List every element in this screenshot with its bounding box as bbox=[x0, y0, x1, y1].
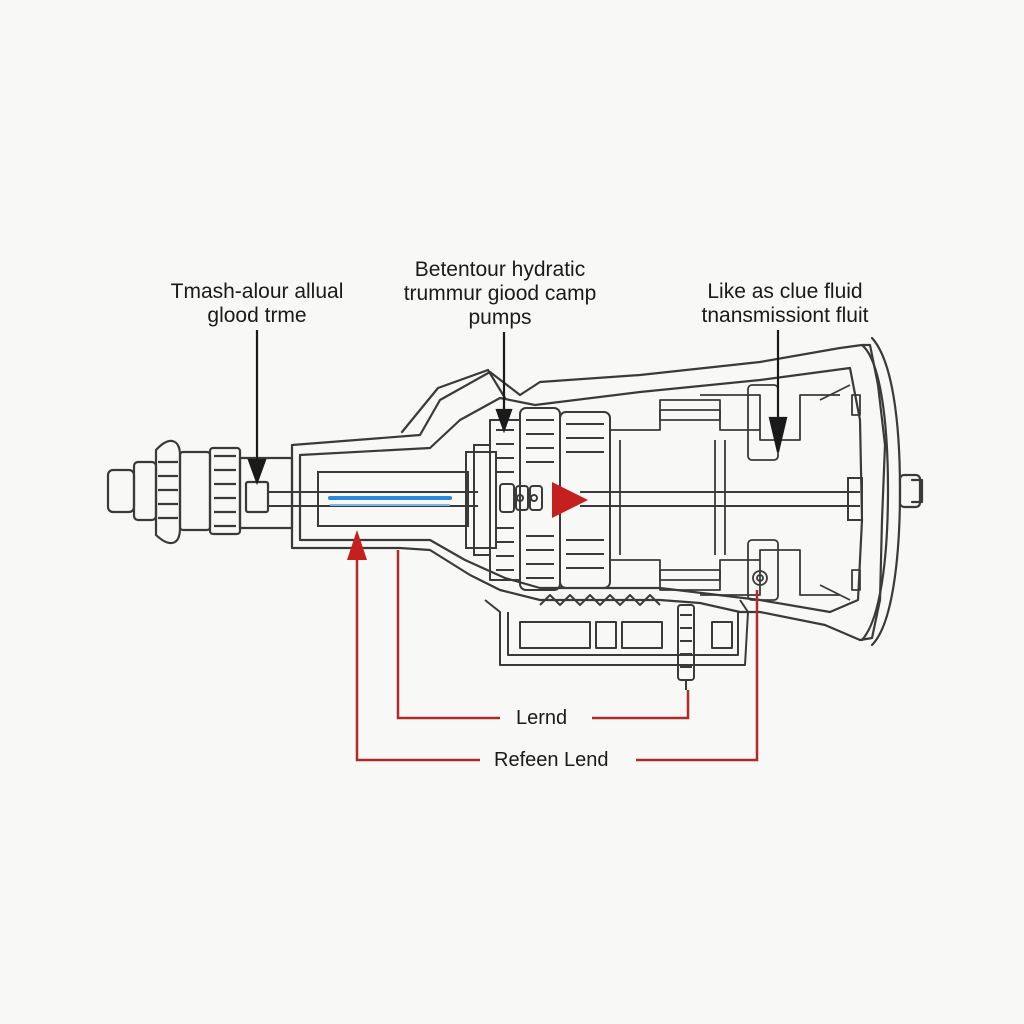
right-callout-arrow bbox=[768, 416, 788, 453]
blue-shaft-highlight bbox=[328, 496, 452, 506]
pump-gear-assembly bbox=[489, 407, 611, 591]
legend-item-refeen-lend: Refeen Lend bbox=[490, 749, 613, 771]
legend-item-lernd: Lernd bbox=[512, 707, 572, 729]
center-callout-line3: pumps bbox=[468, 306, 532, 329]
rear-internals bbox=[610, 384, 861, 601]
oil-pan-valve-body bbox=[484, 594, 749, 690]
left-callout-line1: Tmash-alour allual bbox=[170, 280, 344, 303]
right-callout-line2: tnansmissiont fluit bbox=[701, 304, 869, 327]
red-flow-arrow bbox=[552, 482, 588, 518]
right-callout-label: Like as clue fluid tnansmissiont fluit bbox=[680, 280, 890, 328]
left-callout-arrow bbox=[247, 458, 267, 486]
output-yoke bbox=[106, 439, 294, 545]
center-callout-line1: Betentour hydratic bbox=[414, 258, 586, 281]
center-callout-label: Betentour hydratic trummur giood camp pu… bbox=[380, 258, 620, 330]
transmission-housing bbox=[290, 336, 924, 647]
left-callout-label: Tmash-alour allual glood trme bbox=[152, 280, 362, 328]
center-callout-arrow bbox=[495, 408, 513, 434]
legend-leader-lines bbox=[355, 550, 759, 762]
red-up-arrow bbox=[347, 530, 367, 560]
callout-pointers bbox=[247, 330, 788, 486]
left-callout-line2: glood trme bbox=[207, 304, 307, 327]
right-callout-line1: Like as clue fluid bbox=[707, 280, 863, 303]
center-callout-line2: trummur giood camp bbox=[403, 282, 597, 305]
